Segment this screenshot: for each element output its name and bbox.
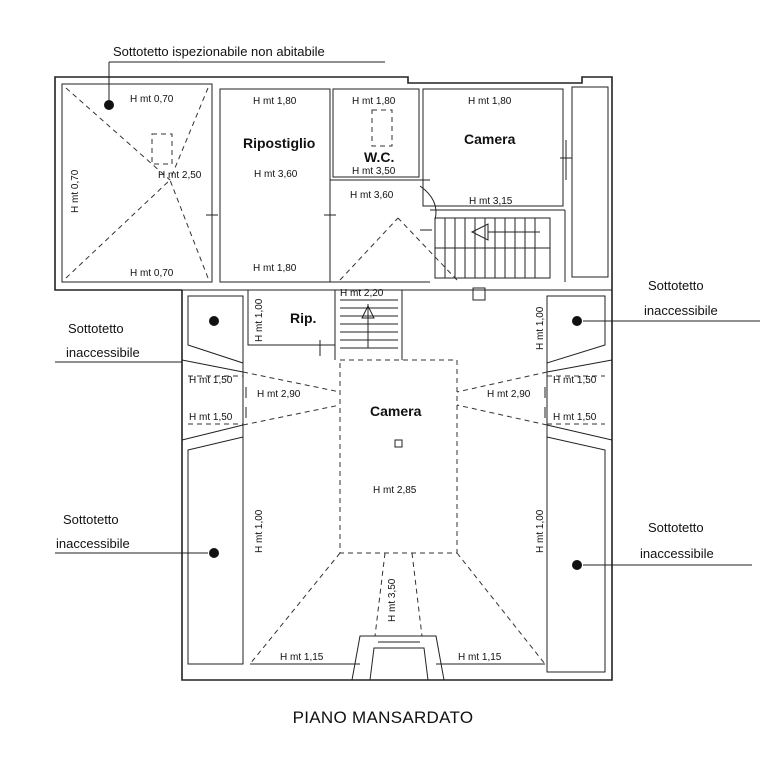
attic-right-lower [546, 436, 606, 673]
rip-walls [247, 290, 335, 346]
room-rip: Rip. [290, 310, 316, 326]
height-wc-mid: H mt 3,50 [352, 166, 396, 177]
left-upper-eave [181, 359, 244, 373]
marker-right-upper [572, 316, 582, 326]
attic-room-frame [61, 83, 213, 283]
room-ripostiglio: Ripostiglio [243, 135, 315, 151]
annotation-left-upper-1: Sottotetto [68, 321, 124, 336]
marker-left-upper [209, 316, 219, 326]
marker-top-attic [104, 100, 114, 110]
stair-lower-treads [340, 299, 398, 349]
height-bottom-right-115: H mt 1,15 [458, 652, 502, 663]
height-right-100-top: H mt 1,00 [535, 306, 546, 350]
wc-frame [332, 88, 420, 178]
doors [206, 140, 572, 418]
outer-walls [54, 76, 613, 681]
height-wc-top: H mt 1,80 [352, 96, 396, 107]
annotation-right-lower-1: Sottotetto [648, 520, 704, 535]
right-upper-eave [546, 359, 613, 373]
height-ripost-top: H mt 1,80 [253, 96, 297, 107]
annotation-left-upper-2: inaccessibile [66, 345, 140, 360]
height-left-150-b: H mt 1,50 [189, 412, 233, 423]
height-right-100-bottom: H mt 1,00 [535, 509, 546, 553]
height-bottom-350: H mt 3,50 [387, 578, 398, 622]
room-wc: W.C. [364, 149, 394, 165]
annotation-right-lower-2: inaccessibile [640, 546, 714, 561]
annotation-left-lower-1: Sottotetto [63, 512, 119, 527]
annotation-right-upper-2: inaccessibile [644, 303, 718, 318]
height-left-290: H mt 2,90 [257, 389, 301, 400]
height-hall: H mt 3,60 [350, 190, 394, 201]
height-camera-top: H mt 1,80 [468, 96, 512, 107]
dormer [351, 635, 445, 681]
outer-wall-upper [54, 76, 613, 291]
height-tl-center: H mt 2,50 [158, 170, 202, 181]
rip-and-stair [247, 290, 403, 360]
height-right-150-b: H mt 1,50 [553, 412, 597, 423]
camera-ceiling [339, 359, 458, 554]
height-camera-center: H mt 2,85 [373, 485, 417, 496]
marker-left-lower [209, 548, 219, 558]
ripostiglio-frame [219, 88, 331, 283]
camera-top-frame [422, 88, 564, 207]
room-camera-main: Camera [370, 403, 422, 419]
attic-right-upper [546, 295, 606, 364]
height-tl-top: H mt 0,70 [130, 94, 174, 105]
height-tl-left: H mt 0,70 [70, 169, 81, 213]
height-left-100-bottom: H mt 1,00 [254, 509, 265, 553]
height-ripost-mid: H mt 3,60 [254, 169, 298, 180]
stair-arrow-head [361, 304, 375, 319]
annotation-right-upper-1: Sottotetto [648, 278, 704, 293]
side-attics [181, 295, 613, 673]
outer-wall-lower [181, 283, 613, 681]
height-tl-bottom: H mt 0,70 [130, 268, 174, 279]
pillar [472, 287, 486, 301]
right-lower-eave [546, 424, 613, 441]
marker-right-lower [572, 560, 582, 570]
height-bottom-left-115: H mt 1,15 [280, 652, 324, 663]
height-ripost-bottom: H mt 1,80 [253, 263, 297, 274]
markers [55, 61, 760, 570]
annotation-left-lower-2: inaccessibile [56, 536, 130, 551]
height-right-290: H mt 2,90 [487, 389, 531, 400]
height-camera-top-mid: H mt 3,15 [469, 196, 513, 207]
stair-upper-treads [444, 218, 536, 278]
annotation-top: Sottotetto ispezionabile non abitabile [113, 44, 325, 59]
wc-skylight [371, 109, 393, 147]
height-left-150-a: H mt 1,50 [189, 375, 233, 386]
height-stair: H mt 2,20 [340, 288, 384, 299]
room-camera-top: Camera [464, 131, 516, 147]
ceiling-point [394, 439, 403, 448]
roof-lines [65, 87, 605, 665]
plan-title: PIANO MANSARDATO [293, 708, 474, 727]
height-right-150-a: H mt 1,50 [553, 375, 597, 386]
right-void-frame [571, 86, 609, 278]
left-lower-eave [181, 424, 244, 441]
height-rip-side: H mt 1,00 [254, 298, 265, 342]
stair-upper-arrow [470, 223, 489, 241]
attic-hatch [151, 133, 173, 165]
attic-left-upper [187, 295, 244, 364]
stair-upper [434, 217, 551, 279]
